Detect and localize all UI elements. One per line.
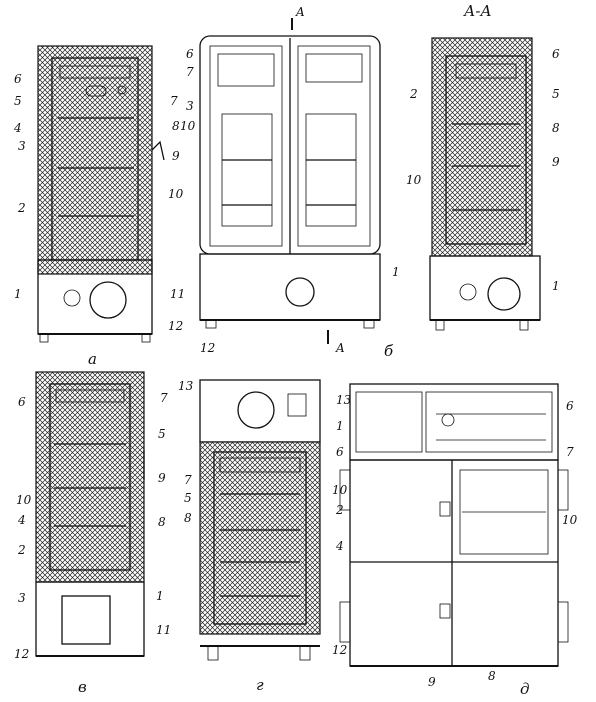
fig-v-label-4: 4: [17, 513, 26, 527]
fig-a-label-4: 4: [13, 121, 22, 135]
fig-a-label-10: 10: [168, 187, 184, 201]
fig-b-section-bottom: A: [335, 341, 345, 355]
fig-v-label-11: 11: [156, 623, 171, 637]
fig-a-label-8: 8: [172, 119, 180, 133]
fig-aa-label-8: 8: [552, 121, 560, 135]
fig-d-label-7: 7: [566, 445, 574, 459]
fig-b-section-top: A: [295, 5, 305, 19]
fig-g-label-12: 12: [332, 643, 347, 657]
fig-v-label-1: 1: [156, 589, 164, 603]
fig-aa-label-2: 2: [409, 87, 418, 101]
fig-v-caption: в: [78, 678, 87, 696]
figure-d: [339, 383, 569, 667]
fig-a-label-5: 5: [14, 94, 22, 108]
fig-b-caption: б: [384, 342, 394, 360]
fig-v-label-2: 2: [17, 543, 26, 557]
fig-d-label-8: 8: [488, 669, 496, 683]
fig-b-label-3: 3: [186, 99, 194, 113]
fig-aa-label-6: 6: [552, 47, 560, 61]
fig-b-label-12: 12: [200, 341, 215, 355]
figure-a: [37, 45, 165, 343]
fig-d-label-13: 13: [336, 393, 352, 407]
fig-d-caption: д: [520, 680, 530, 698]
fig-a-label-3: 3: [18, 139, 26, 153]
fig-v-label-6: 6: [18, 395, 26, 409]
figure-b: [199, 18, 381, 344]
figure-aa: [429, 37, 541, 331]
fig-g-label-5: 5: [184, 491, 192, 505]
fig-g-caption: г: [256, 676, 264, 694]
fig-b-label-7: 7: [186, 65, 194, 79]
fig-aa-label-5: 5: [552, 87, 560, 101]
fig-d-label-6: 6: [566, 399, 574, 413]
fig-a-label-2: 2: [17, 201, 26, 215]
fig-b-label-10: 10: [180, 119, 196, 133]
fig-v-label-3: 3: [18, 591, 26, 605]
fig-g-label-2: 2: [335, 503, 344, 517]
fig-aa-caption: А-А: [463, 2, 492, 20]
fig-v-label-8: 8: [158, 515, 166, 529]
fig-a-label-11: 11: [170, 287, 185, 301]
fig-g-label-8: 8: [184, 511, 192, 525]
fig-aa-label-1: 1: [552, 279, 560, 293]
fig-g-label-1: 1: [336, 419, 344, 433]
fig-a-caption: а: [88, 350, 97, 368]
fig-d-label-9: 9: [428, 675, 436, 689]
fig-b-label-1: 1: [392, 265, 400, 279]
fig-a-label-6: 6: [14, 72, 22, 86]
fig-g-label-4: 4: [335, 539, 344, 553]
fig-aa-label-9: 9: [552, 155, 560, 169]
fig-d-label-10: 10: [562, 513, 578, 527]
fig-g-label-7: 7: [184, 473, 192, 487]
fig-b-label-6: 6: [186, 47, 194, 61]
fig-g-label-6: 6: [336, 445, 344, 459]
fig-v-label-7: 7: [160, 391, 168, 405]
figure-v: [35, 371, 145, 657]
fig-v-label-12: 12: [14, 647, 29, 661]
fig-v-label-9: 9: [158, 471, 166, 485]
fig-v-label-10: 10: [16, 493, 32, 507]
fig-a-label-1: 1: [14, 287, 22, 301]
fig-a-label-7: 7: [170, 94, 178, 108]
fig-aa-label-10: 10: [406, 173, 422, 187]
figure-g: [199, 379, 321, 661]
fig-g-label-13: 13: [178, 379, 194, 393]
fig-a-label-9: 9: [172, 149, 180, 163]
fig-v-label-5: 5: [158, 427, 166, 441]
fig-a-label-12: 12: [168, 319, 183, 333]
